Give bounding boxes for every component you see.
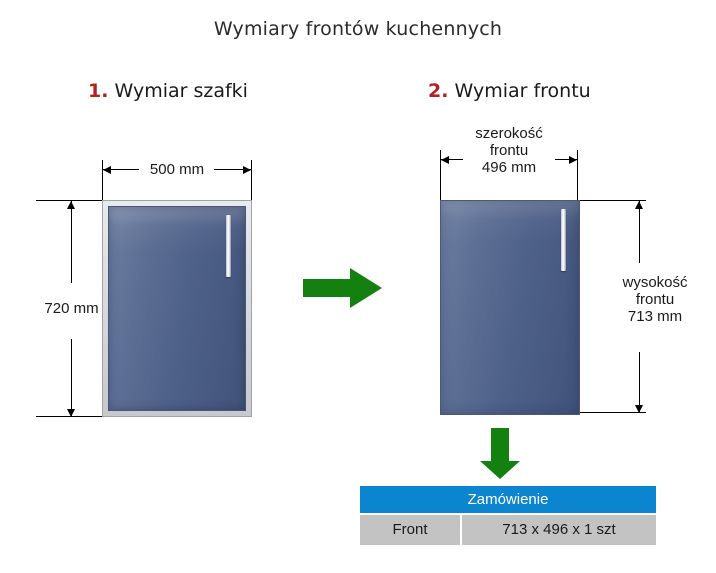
front-width-dim-line-right bbox=[555, 159, 577, 160]
front-width-dim-line-left bbox=[441, 159, 463, 160]
order-row-divider bbox=[460, 515, 462, 545]
front-width-label: szerokość frontu 496 mm bbox=[448, 125, 570, 176]
front-height-dim-line-top bbox=[639, 201, 640, 263]
cabinet-door bbox=[108, 206, 246, 411]
front-width-label-line3: 496 mm bbox=[481, 159, 537, 176]
cabinet-height-arrowhead-top-icon bbox=[67, 201, 75, 209]
step-2-label: Wymiar frontu bbox=[454, 80, 591, 102]
front-width-extension-left bbox=[440, 150, 441, 202]
front-height-label-line3: 713 mm bbox=[627, 308, 683, 325]
front-height-arrowhead-top-icon bbox=[635, 201, 643, 209]
cabinet-width-extension-left bbox=[102, 160, 103, 202]
cabinet-height-dim-line-top bbox=[71, 201, 72, 283]
cabinet-width-arrowhead-left-icon bbox=[103, 166, 111, 174]
cabinet-height-arrowhead-bottom-icon bbox=[67, 409, 75, 417]
front-height-label-line2: frontu bbox=[635, 291, 675, 308]
table-row: Front 713 x 496 x 1 szt bbox=[360, 515, 656, 545]
front-height-extension-top bbox=[574, 200, 646, 201]
green-right-arrow-icon bbox=[303, 266, 383, 310]
front-height-dim-line-bottom bbox=[639, 352, 640, 413]
front-width-arrowhead-left-icon bbox=[441, 156, 449, 164]
cabinet-height-dim-line-bottom bbox=[71, 339, 72, 417]
front-width-label-line2: frontu bbox=[489, 142, 529, 159]
cabinet-width-dim-line-left bbox=[103, 169, 139, 170]
step-2-number: 2. bbox=[428, 80, 449, 102]
cabinet-width-arrowhead-right-icon bbox=[243, 166, 251, 174]
order-row-label: Front bbox=[360, 515, 460, 545]
front-width-extension-right bbox=[577, 150, 578, 202]
green-down-arrow-icon bbox=[478, 428, 522, 480]
front-handle-icon bbox=[561, 209, 566, 271]
step-1-number: 1. bbox=[88, 80, 109, 102]
order-table-header: Zamówienie bbox=[360, 486, 656, 513]
front-height-label-line1: wysokość bbox=[622, 274, 688, 291]
page-title: Wymiary frontów kuchennych bbox=[213, 18, 503, 40]
front-height-extension-bottom bbox=[574, 412, 646, 413]
cabinet-width-dim-line-right bbox=[214, 169, 251, 170]
cabinet-width-label: 500 mm bbox=[149, 161, 205, 178]
front-height-arrowhead-bottom-icon bbox=[635, 405, 643, 413]
order-table: Zamówienie Front 713 x 496 x 1 szt bbox=[360, 486, 656, 545]
cabinet-width-extension-right bbox=[251, 160, 252, 202]
step-1-heading: 1. Wymiar szafki bbox=[88, 80, 248, 102]
order-row-value: 713 x 496 x 1 szt bbox=[462, 515, 656, 545]
cabinet-illustration bbox=[102, 200, 252, 417]
front-width-arrowhead-right-icon bbox=[569, 156, 577, 164]
front-width-label-line1: szerokość bbox=[475, 125, 543, 142]
cabinet-height-extension-top bbox=[36, 200, 106, 201]
step-1-label: Wymiar szafki bbox=[114, 80, 248, 102]
step-2-heading: 2. Wymiar frontu bbox=[428, 80, 591, 102]
front-height-label: wysokość frontu 713 mm bbox=[600, 274, 710, 325]
front-panel-illustration bbox=[440, 200, 580, 415]
cabinet-height-label: 720 mm bbox=[44, 300, 99, 317]
cabinet-handle-icon bbox=[226, 215, 231, 277]
